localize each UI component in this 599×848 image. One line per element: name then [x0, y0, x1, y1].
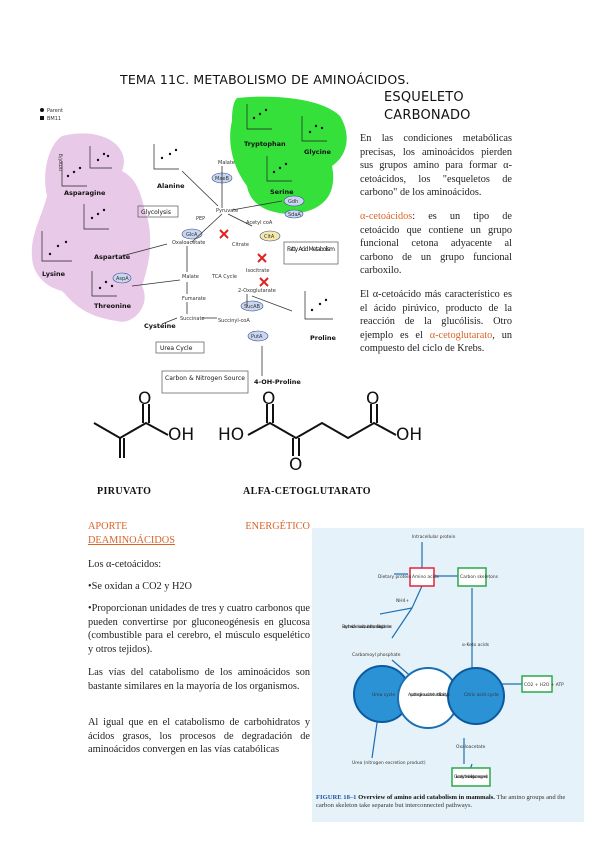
intro-paragraph: En las condiciones metabólicas precisas,…: [360, 133, 512, 199]
aa-proline: Proline: [310, 334, 337, 342]
fig-node-urea-cycle: Urea cycle: [372, 692, 395, 698]
fig-node-biosynthesis: Biosynthesis of amino acids, nucleotides…: [342, 624, 393, 630]
pyruvate-oh: OH: [168, 425, 194, 445]
mini-plots: [41, 104, 333, 320]
chemical-structures: O O OH HO O O O OH: [93, 390, 422, 470]
akg-label: ALFA-CETOGLUTARATO: [243, 486, 371, 497]
met-pyruvate: Pyruvate: [216, 208, 238, 214]
aa-cysteine: Cysteine: [144, 322, 176, 330]
pyruvate-label: PIRUVATO: [97, 486, 152, 497]
aa-lysine: Lysine: [42, 270, 66, 278]
enzyme-aspa: AspA: [116, 276, 129, 282]
aa-asparagine: Asparagine: [64, 189, 106, 197]
fig-node-glucose: Glucose (synthesized in gluconeogenesis): [454, 774, 488, 780]
section-p1: Los α-cetoácidos:: [88, 559, 162, 570]
pyruvate-o-top: O: [138, 390, 151, 409]
met-2-oxoglutarate: 2-Oxoglutarate: [238, 288, 276, 294]
definition-term: α-cetoácidos: [360, 211, 413, 222]
akg-o-bottom: O: [289, 455, 302, 470]
met-citrate: Citrate: [232, 242, 249, 248]
box-glycolysis: Glycolysis: [141, 209, 171, 216]
met-malate: Malate: [182, 274, 199, 280]
legend-parent: Parent: [47, 108, 63, 114]
aa-glycine: Glycine: [304, 148, 332, 156]
section-p5: Al igual que en el catabolismo de carboh…: [88, 717, 310, 756]
green-region: [230, 96, 347, 214]
pink-region: [31, 133, 151, 322]
fig-node-shunt: Aspartate-argininosuccinate shunt of cit…: [408, 692, 450, 698]
red-x-marks: [219, 229, 269, 287]
box-fatty-acid: Fatty Acid Metabolism: [287, 246, 335, 253]
met-pep: PEP: [196, 216, 205, 222]
fig-node-urea: Urea (nitrogen excretion product): [352, 760, 426, 766]
pyruvate-structure: [93, 404, 169, 458]
plot-points: [48, 108, 328, 312]
aa-aspartate: Aspartate: [94, 253, 131, 261]
aa-tryptophan: Tryptophan: [244, 140, 286, 148]
met-malate-top: Malate: [218, 160, 235, 166]
box-urea-cycle: Urea Cycle: [160, 345, 193, 352]
met-isocitrate: Isocitrate: [246, 268, 269, 274]
box-carbon-nitrogen: Carbon & Nitrogen Source: [165, 375, 245, 382]
met-oxaloacetate: Oxaloacetate: [172, 240, 205, 246]
akg-o-left: O: [262, 390, 275, 409]
page-subtitle-line2: CARBONADO: [384, 108, 471, 123]
fig-node-co2: CO2 + H2O + ATP: [524, 682, 564, 688]
akg-structure: [247, 404, 397, 456]
figure-caption: FIGURE 18–1 Overview of amino acid catab…: [316, 794, 566, 809]
legend-bm11: BM11: [47, 116, 61, 122]
fig-node-oxaloacetate: Oxaloacetate: [456, 744, 486, 750]
met-acetyl-coa: Acetyl coA: [246, 220, 273, 226]
fig-node-dietary: Dietary protein: [378, 574, 411, 580]
section-p4: Las vías del catabolismo de los aminoáci…: [88, 667, 310, 692]
example-term: α-cetoglutarato: [429, 329, 493, 341]
figure-legend: Parent BM11: [40, 108, 63, 122]
enzyme-gdh: Gdh: [288, 199, 298, 205]
section-p3: •Proporcionan unidades de tres y cuatro …: [88, 603, 310, 655]
met-succinate: Succinate: [180, 316, 205, 322]
page-title: TEMA 11C. METABOLISMO DE AMINOÁCIDOS.: [120, 72, 410, 87]
figure-18-1: Intracellular protein Dietary protein Am…: [312, 528, 584, 822]
enzyme-sdaa: SdaA: [288, 212, 301, 218]
aa-alanine: Alanine: [157, 182, 185, 190]
fig-node-keto-acids: α-Keto acids: [462, 642, 490, 648]
page-subtitle-line1: ESQUELETO: [384, 90, 464, 105]
akg-oh: OH: [396, 425, 422, 445]
aa-4-oh-proline: 4-OH-Proline: [254, 378, 301, 386]
pathway-arrows: [121, 166, 293, 376]
definition-paragraph: α-cetoácidos: es un tipo de cetoácido qu…: [360, 211, 512, 277]
met-tca-cycle: TCA Cycle: [211, 274, 237, 280]
example-paragraph: El α-cetoácido más característico es el …: [360, 289, 512, 355]
axis-label-nmol: nmol/g: [58, 154, 64, 171]
enzyme-puta: PutA: [251, 334, 263, 340]
pathway-boxes: [137, 205, 339, 394]
fig-node-carbon-skeletons: Carbon skeletons: [460, 574, 499, 580]
enzyme-glca: GlcA: [186, 232, 198, 238]
enzyme-ellipses: [112, 172, 305, 342]
fig-node-carbamoyl: Carbamoyl phosphate: [352, 652, 401, 658]
akg-o-right: O: [366, 390, 379, 409]
fig-node-intracellular: Intracellular protein: [412, 534, 456, 540]
akg-ho: HO: [218, 425, 244, 445]
fig-node-nh4: NH4+: [396, 598, 409, 604]
aa-threonine: Threonine: [94, 302, 132, 310]
met-succinyl-coa: Succinyl-coA: [218, 318, 250, 324]
met-fumarate: Fumarate: [182, 296, 206, 302]
fig-node-citric-acid: Citric acid cycle: [464, 692, 499, 698]
citric-acid-circle: [447, 667, 505, 725]
section-p2: •Se oxidan a CO2 y H2O: [88, 581, 192, 592]
metabolic-pathway-figure: Parent BM11 Asparagine Aspartate Lysine …: [31, 96, 347, 394]
figure-18-1-diagram: Intracellular protein Dietary protein Am…: [342, 534, 564, 787]
enzyme-cita: CitA: [264, 234, 275, 240]
aa-serine: Serine: [270, 188, 294, 196]
fig-node-amino-acids: Amino acids: [412, 574, 439, 580]
enzyme-sucab: SucAB: [244, 304, 261, 310]
